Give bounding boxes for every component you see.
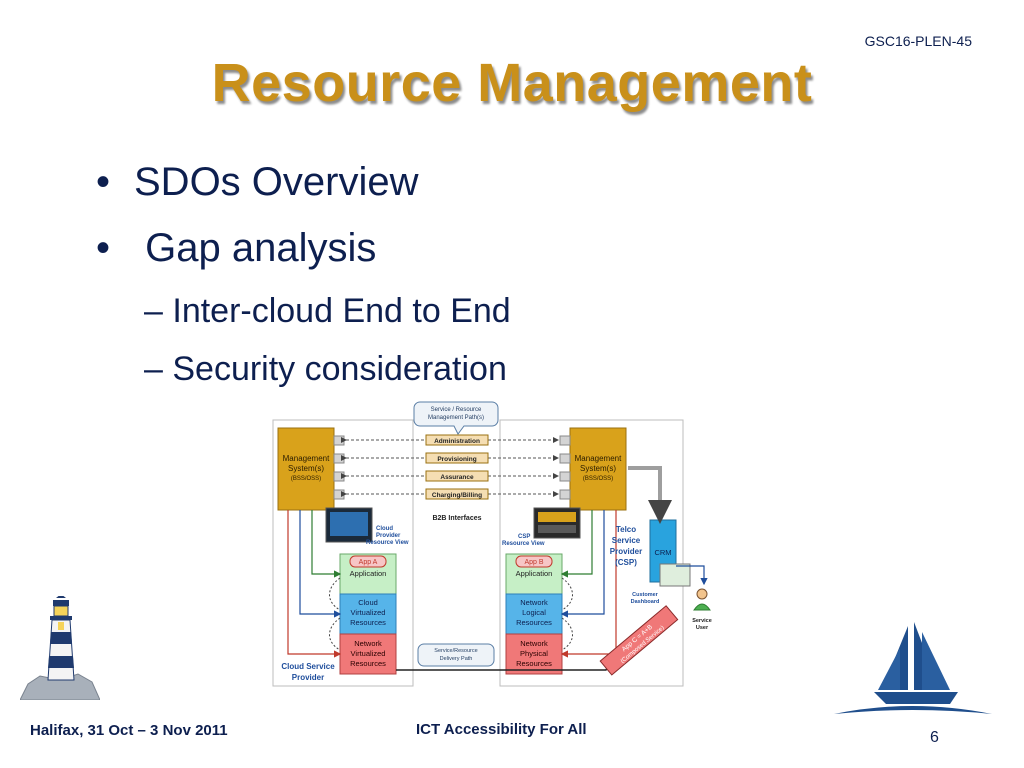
left-bottom-line-1: Network <box>354 639 382 648</box>
right-mid-line-2: Logical <box>522 608 546 617</box>
bullet-marker: • <box>96 160 111 204</box>
service-user-line-2: User <box>696 625 709 631</box>
cloud-view-line-3: Resource View <box>366 540 409 546</box>
csp-label-line-1: Telco <box>616 525 636 534</box>
sub-bullet-marker: – <box>144 292 163 330</box>
mgmt-left-line-3: (BSS/OSS) <box>291 476 321 482</box>
app-a-tag <box>349 555 387 568</box>
left-mid-line-3: Resources <box>350 618 386 627</box>
cloud-provider-panel <box>272 419 414 687</box>
interface-label-administration: Administration <box>434 438 480 445</box>
callout-top-line-1: Service / Resource <box>431 407 482 413</box>
delivery-callout-line-1: Service/Resource <box>434 648 477 654</box>
interface-charging <box>425 488 489 500</box>
interface-label-charging: Charging/Billing <box>432 492 482 499</box>
app-b-application <box>505 553 563 595</box>
app-a-tag-text: App A <box>359 559 378 566</box>
sub-bullet-text: Inter-cloud End to End <box>162 292 511 330</box>
customer-dashboard-screen <box>659 563 691 587</box>
csp-label-line-3: Provider <box>610 547 642 556</box>
right-application-text: Application <box>516 569 553 578</box>
crm-text: CRM <box>654 548 671 557</box>
cloud-provider-line-2: Provider <box>292 673 324 682</box>
mgmt-right-line-1: Management <box>575 454 622 463</box>
right-bottom-box <box>505 633 563 675</box>
cloud-provider-line-1: Cloud Service <box>281 662 335 671</box>
bullet-text: SDOs Overview <box>134 160 419 204</box>
footer-event-title: ICT Accessibility For All <box>416 721 587 738</box>
sub-bullet-item: – Security consideration <box>144 350 507 389</box>
right-mid-line-3: Resources <box>516 618 552 627</box>
mgmt-box-right <box>569 427 627 511</box>
interface-provisioning <box>425 452 489 464</box>
footer-location-date: Halifax, 31 Oct – 3 Nov 2011 <box>30 722 228 739</box>
sailing-ship-logo <box>830 618 995 722</box>
service-user-icon <box>696 588 708 600</box>
csp-view-line-2: Resource View <box>502 541 545 547</box>
cloud-view-line-1: Cloud <box>376 526 393 532</box>
left-mid-line-2: Virtualized <box>351 608 386 617</box>
left-mid-line-1: Cloud <box>358 598 378 607</box>
left-bottom-line-2: Virtualized <box>351 649 386 658</box>
delivery-callout-line-2: Delivery Path <box>440 656 473 662</box>
interface-assurance <box>425 470 489 482</box>
bullet-item: • SDOs Overview <box>96 160 419 205</box>
resource-management-diagram: Service / Resource Management Path(s) Ma… <box>268 398 720 690</box>
right-mid-line-1: Network <box>520 598 548 607</box>
sub-bullet-item: – Inter-cloud End to End <box>144 292 511 331</box>
mgmt-right-line-3: (BSS/OSS) <box>583 476 613 482</box>
composed-service-banner <box>599 605 679 676</box>
delivery-callout-bubble <box>417 643 495 667</box>
callout-top-bubble <box>413 401 499 435</box>
customer-dashboard-line-1: Customer <box>632 592 659 598</box>
sub-bullet-text: Security consideration <box>162 350 507 388</box>
service-user-line-1: Service <box>692 618 712 624</box>
bullet-marker: • <box>96 226 111 270</box>
sub-bullet-marker: – <box>144 350 163 388</box>
cloud-view-line-2: Provider <box>376 533 401 539</box>
callout-top-line-2: Management Path(s) <box>428 415 484 421</box>
right-bottom-line-3: Resources <box>516 659 552 668</box>
csp-view-line-1: CSP <box>518 534 530 540</box>
app-b-tag <box>515 555 553 568</box>
mgmt-box-left <box>277 427 335 511</box>
right-bottom-line-1: Network <box>520 639 548 648</box>
app-b-tag-text: App B <box>524 559 543 566</box>
b2b-interfaces-label: B2B Interfaces <box>432 515 481 522</box>
page-number: 6 <box>930 729 939 746</box>
interface-administration <box>425 434 489 446</box>
csp-label-line-2: Service <box>612 536 641 545</box>
interface-label-assurance: Assurance <box>440 474 474 481</box>
interface-label-provisioning: Provisioning <box>437 456 476 463</box>
bullet-text: Gap analysis <box>134 226 377 270</box>
right-mid-box <box>505 593 563 635</box>
right-bottom-line-2: Physical <box>520 649 548 658</box>
mgmt-right-line-2: System(s) <box>580 464 616 473</box>
mgmt-left-line-2: System(s) <box>288 464 324 473</box>
document-code: GSC16-PLEN-45 <box>864 33 972 49</box>
left-application-text: Application <box>350 569 387 578</box>
bullet-item: • Gap analysis <box>96 226 376 271</box>
csp-label-line-4: (CSP) <box>615 558 637 567</box>
page-title: Resource Management <box>211 53 813 113</box>
telco-provider-panel <box>499 419 684 687</box>
lighthouse-icon <box>19 594 101 701</box>
left-bottom-line-3: Resources <box>350 659 386 668</box>
mgmt-left-line-1: Management <box>283 454 330 463</box>
customer-dashboard-line-2: Dashboard <box>631 599 660 605</box>
